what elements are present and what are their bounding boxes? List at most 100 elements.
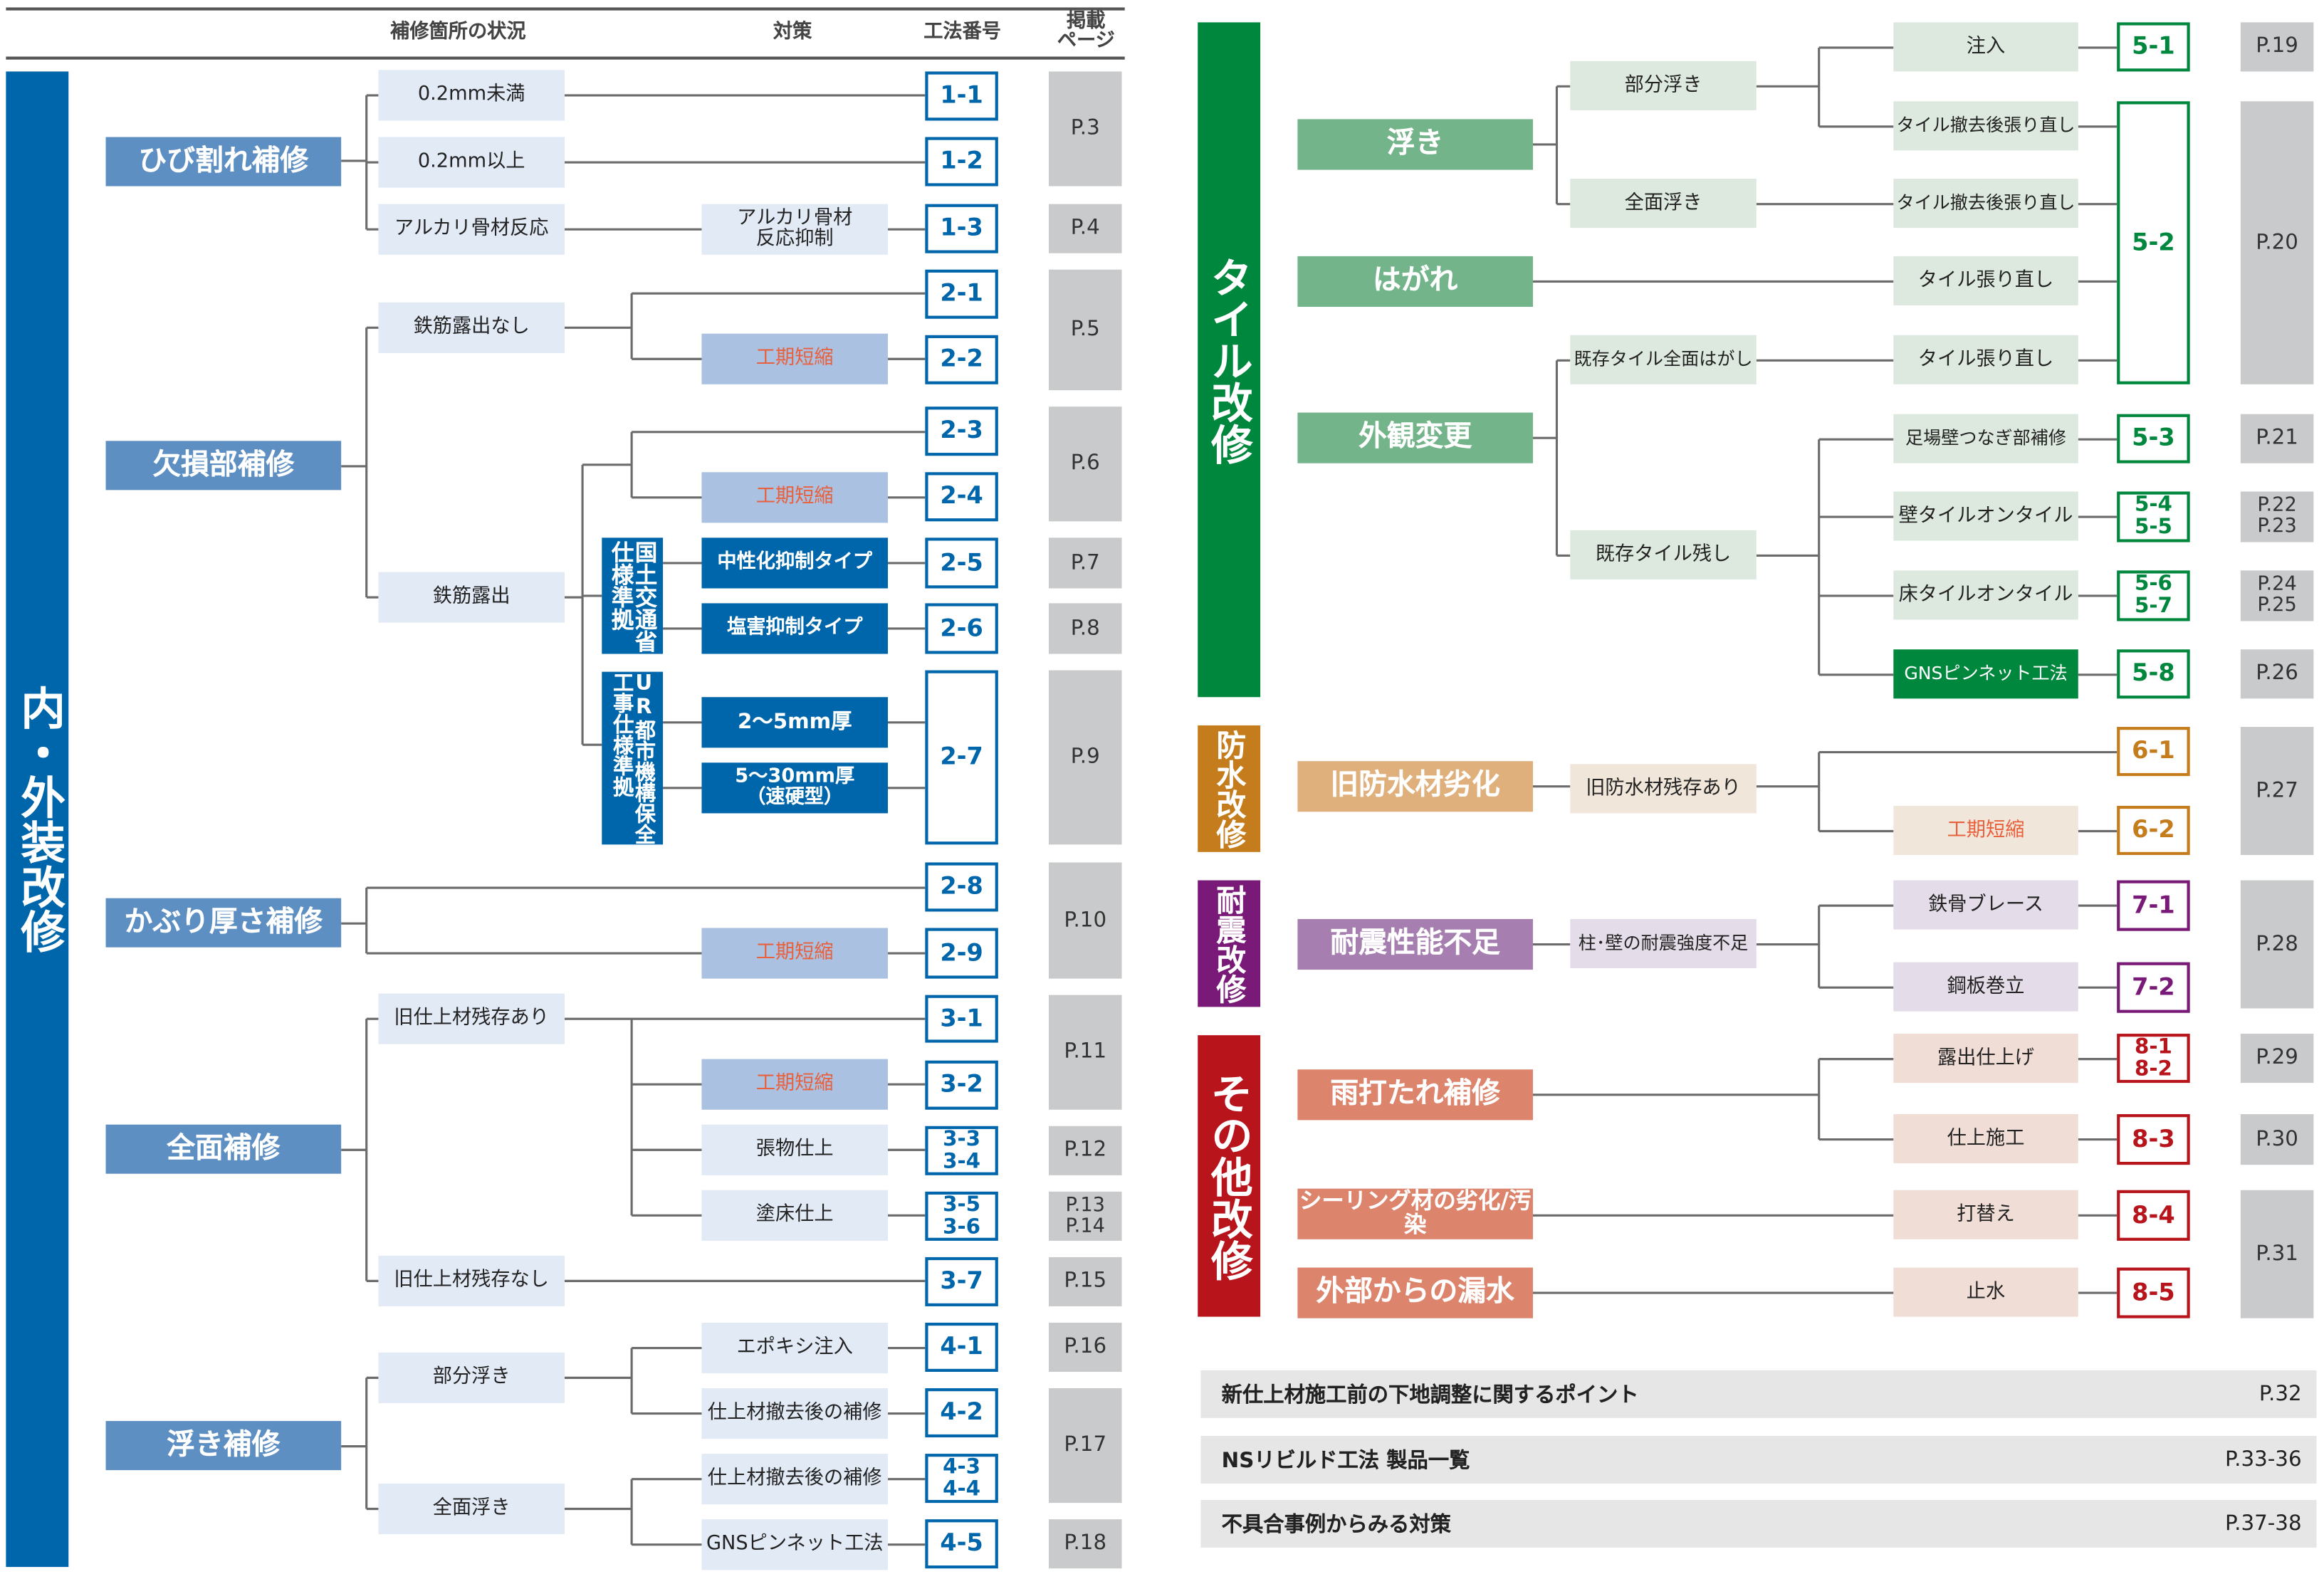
method-no[interactable]: 5-4 5-5 bbox=[2117, 491, 2190, 542]
method-no[interactable]: 3-5 3-6 bbox=[925, 1191, 998, 1241]
measure-item: 張物仕上 bbox=[701, 1124, 889, 1175]
page-ref[interactable]: P.21 bbox=[2240, 414, 2314, 463]
page-ref[interactable]: P.31 bbox=[2240, 1190, 2314, 1318]
category-seismic-deficiency[interactable]: 耐震性能不足 bbox=[1297, 918, 1533, 970]
measure-item: GNSピンネット工法 bbox=[1893, 649, 2078, 699]
method-no[interactable]: 5-1 bbox=[2117, 22, 2190, 72]
method-no[interactable]: 4-1 bbox=[925, 1322, 998, 1373]
measure-item: タイル撤去後張り直し bbox=[1893, 101, 2078, 151]
method-no[interactable]: 7-2 bbox=[2117, 962, 2190, 1013]
method-no[interactable]: 8-3 bbox=[2117, 1114, 2190, 1165]
page-ref[interactable]: P.28 bbox=[2240, 880, 2314, 1009]
page-ref[interactable]: P.17 bbox=[1048, 1388, 1122, 1504]
page-ref[interactable]: P.11 bbox=[1048, 995, 1122, 1110]
method-no[interactable]: 3-3 3-4 bbox=[925, 1126, 998, 1175]
page-ref[interactable]: P.13 P.14 bbox=[1048, 1191, 1122, 1241]
method-no[interactable]: 2-8 bbox=[925, 862, 998, 912]
method-no[interactable]: 3-2 bbox=[925, 1060, 998, 1110]
page-ref[interactable]: P.22 P.23 bbox=[2240, 491, 2314, 542]
footer-page: P.32 bbox=[2258, 1382, 2302, 1407]
condition-item: 鉄筋露出 bbox=[378, 572, 565, 623]
condition-item: 旧仕上材残存あり bbox=[378, 993, 565, 1044]
method-no[interactable]: 1-2 bbox=[925, 137, 998, 187]
standard-mlit: 国土交通省 仕様準拠 bbox=[602, 537, 664, 654]
footer-link-product-list[interactable]: NSリビルド工法 製品一覧 P.33-36 bbox=[1200, 1435, 2317, 1484]
condition-item: 0.2mm以上 bbox=[378, 137, 565, 188]
category-delamination[interactable]: 浮き補修 bbox=[105, 1421, 342, 1471]
condition-item: 全面浮き bbox=[378, 1483, 565, 1535]
method-no[interactable]: 2-9 bbox=[925, 928, 998, 979]
method-no[interactable]: 2-4 bbox=[925, 472, 998, 522]
page-ref[interactable]: P.5 bbox=[1048, 269, 1122, 391]
method-no[interactable]: 8-4 bbox=[2117, 1190, 2190, 1241]
method-no[interactable]: 6-1 bbox=[2117, 727, 2190, 777]
section-waterproof: 防水改修 bbox=[1198, 725, 1261, 852]
category-tile-peeling[interactable]: はがれ bbox=[1297, 256, 1533, 308]
category-cover-thickness[interactable]: かぶり厚さ補修 bbox=[105, 898, 342, 948]
page-ref[interactable]: P.8 bbox=[1048, 603, 1122, 654]
category-full-repair[interactable]: 全面補修 bbox=[105, 1124, 342, 1174]
page-ref[interactable]: P.16 bbox=[1048, 1322, 1122, 1373]
page-ref[interactable]: P.10 bbox=[1048, 862, 1122, 979]
measure-item: 床タイルオンタイル bbox=[1893, 570, 2078, 620]
method-no[interactable]: 2-5 bbox=[925, 537, 998, 589]
condition-item: 既存タイル残し bbox=[1570, 530, 1757, 579]
footer-link-defect-cases[interactable]: 不具合事例からみる対策 P.37-38 bbox=[1200, 1499, 2317, 1548]
page-ref[interactable]: P.30 bbox=[2240, 1114, 2314, 1165]
page-ref[interactable]: P.7 bbox=[1048, 537, 1122, 589]
category-waterproof-deterioration[interactable]: 旧防水材劣化 bbox=[1297, 761, 1533, 812]
method-no[interactable]: 4-3 4-4 bbox=[925, 1454, 998, 1504]
method-no[interactable]: 5-2 bbox=[2117, 101, 2190, 384]
method-no[interactable]: 2-3 bbox=[925, 406, 998, 456]
header-measure: 対策 bbox=[773, 21, 812, 43]
footer-title: 不具合事例からみる対策 bbox=[1221, 1513, 1451, 1538]
category-appearance[interactable]: 外観変更 bbox=[1297, 412, 1533, 463]
category-spalling[interactable]: 欠損部補修 bbox=[105, 441, 342, 491]
page-ref[interactable]: P.27 bbox=[2240, 727, 2314, 855]
page-ref[interactable]: P.26 bbox=[2240, 649, 2314, 699]
page-ref[interactable]: P.19 bbox=[2240, 22, 2314, 72]
method-no[interactable]: 1-1 bbox=[925, 71, 998, 121]
method-no[interactable]: 6-2 bbox=[2117, 805, 2190, 855]
method-no[interactable]: 2-2 bbox=[925, 335, 998, 384]
category-rain-exposure[interactable]: 雨打たれ補修 bbox=[1297, 1069, 1533, 1121]
footer-page: P.37-38 bbox=[2225, 1511, 2302, 1536]
page-ref[interactable]: P.9 bbox=[1048, 670, 1122, 845]
footer-link-substrate-points[interactable]: 新仕上材施工前の下地調整に関するポイント P.32 bbox=[1200, 1370, 2317, 1418]
category-tile-lifting[interactable]: 浮き bbox=[1297, 119, 1533, 170]
page-ref[interactable]: P.29 bbox=[2240, 1034, 2314, 1084]
section-seismic: 耐震改修 bbox=[1198, 880, 1261, 1007]
method-no[interactable]: 5-6 5-7 bbox=[2117, 570, 2190, 621]
method-no[interactable]: 3-7 bbox=[925, 1257, 998, 1306]
measure-short-term: 工期短縮 bbox=[1893, 805, 2078, 855]
method-no[interactable]: 4-5 bbox=[925, 1519, 998, 1569]
method-no[interactable]: 8-5 bbox=[2117, 1267, 2190, 1318]
method-no[interactable]: 8-1 8-2 bbox=[2117, 1034, 2190, 1084]
footer-title: NSリビルド工法 製品一覧 bbox=[1221, 1449, 1470, 1474]
measure-short-term: 工期短縮 bbox=[701, 333, 889, 384]
method-no[interactable]: 2-1 bbox=[925, 269, 998, 319]
measure-item: 露出仕上げ bbox=[1893, 1034, 2078, 1084]
condition-item: 0.2mm未満 bbox=[378, 70, 565, 121]
category-crack[interactable]: ひび割れ補修 bbox=[105, 137, 342, 187]
method-no[interactable]: 2-6 bbox=[925, 603, 998, 654]
method-no[interactable]: 5-3 bbox=[2117, 414, 2190, 463]
page-ref[interactable]: P.4 bbox=[1048, 204, 1122, 253]
page-ref[interactable]: P.12 bbox=[1048, 1126, 1122, 1175]
page-ref[interactable]: P.3 bbox=[1048, 71, 1122, 187]
category-leak[interactable]: 外部からの漏水 bbox=[1297, 1267, 1533, 1318]
method-no[interactable]: 2-7 bbox=[925, 670, 998, 845]
page-ref[interactable]: P.20 bbox=[2240, 101, 2314, 384]
page-ref[interactable]: P.24 P.25 bbox=[2240, 570, 2314, 621]
page-ref[interactable]: P.18 bbox=[1048, 1519, 1122, 1569]
condition-item: 柱･壁の耐震強度不足 bbox=[1570, 918, 1757, 968]
category-sealant[interactable]: シーリング材の劣化/汚染 bbox=[1297, 1188, 1533, 1239]
measure-item: 2～5mm厚 bbox=[701, 697, 889, 748]
page-ref[interactable]: P.15 bbox=[1048, 1257, 1122, 1306]
method-no[interactable]: 4-2 bbox=[925, 1388, 998, 1438]
method-no[interactable]: 7-1 bbox=[2117, 880, 2190, 931]
method-no[interactable]: 5-8 bbox=[2117, 649, 2190, 699]
method-no[interactable]: 3-1 bbox=[925, 995, 998, 1043]
method-no[interactable]: 1-3 bbox=[925, 204, 998, 253]
page-ref[interactable]: P.6 bbox=[1048, 406, 1122, 522]
